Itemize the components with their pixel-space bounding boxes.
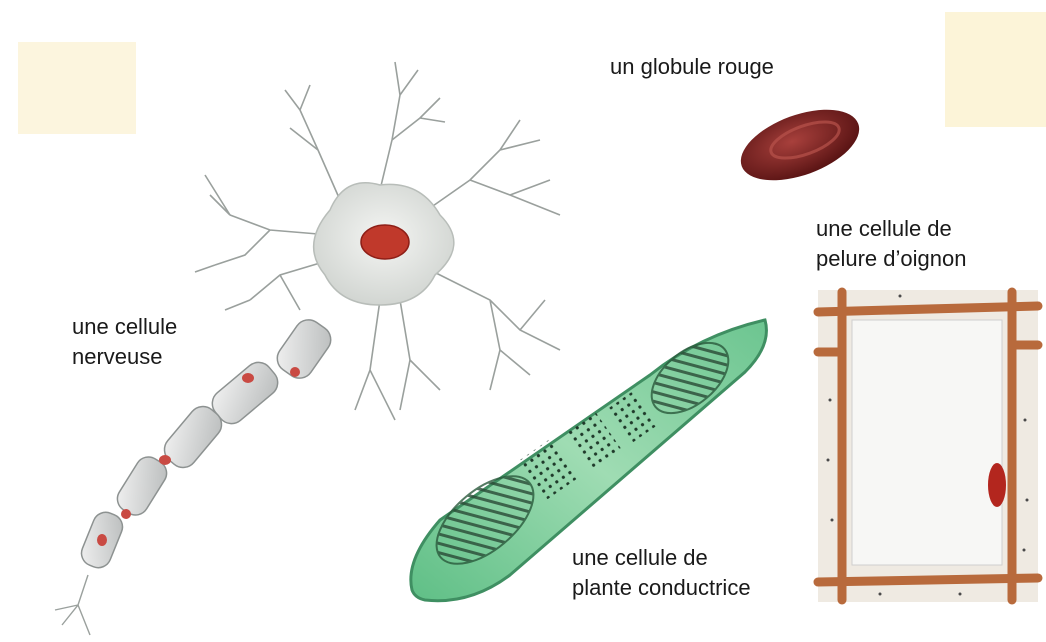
label-plant-conducting-cell-line1: une cellule de xyxy=(572,543,751,573)
neuron-nucleus xyxy=(361,225,409,259)
label-onion-skin-cell: une cellule de pelure d’oignon xyxy=(816,214,966,274)
label-plant-conducting-cell-line2: plante conductrice xyxy=(572,573,751,603)
label-nerve-cell-line2: nerveuse xyxy=(72,342,177,372)
label-onion-skin-cell-line2: pelure d’oignon xyxy=(816,244,966,274)
label-nerve-cell: une cellule nerveuse xyxy=(72,312,177,372)
corner-stain-right xyxy=(945,12,1046,127)
axon-terminals xyxy=(55,575,90,635)
red-blood-cell-illustration xyxy=(731,96,868,195)
onion-skin-cell-illustration xyxy=(818,290,1038,602)
corner-stain-left xyxy=(18,42,136,134)
label-onion-skin-cell-line1: une cellule de xyxy=(816,214,966,244)
label-red-blood-cell: un globule rouge xyxy=(610,52,774,82)
label-plant-conducting-cell: une cellule de plante conductrice xyxy=(572,543,751,603)
label-nerve-cell-line1: une cellule xyxy=(72,312,177,342)
onion-cell-nucleus xyxy=(988,463,1006,507)
